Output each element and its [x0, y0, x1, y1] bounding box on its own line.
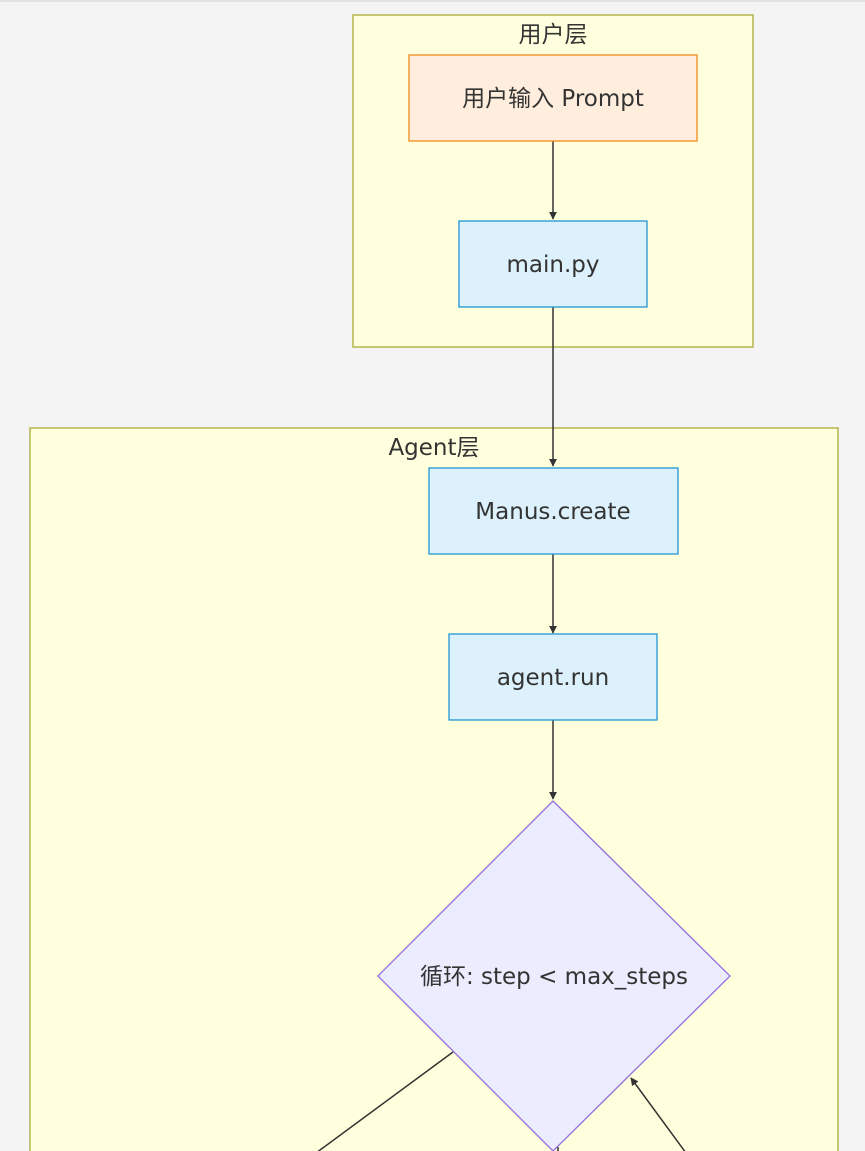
node-agent-run-box [448, 633, 658, 721]
edges [317, 141, 686, 1151]
cluster-agent-layer-title: Agent层 [388, 435, 479, 461]
node-main-py-box [458, 220, 648, 308]
node-main-py: main.py [458, 220, 648, 308]
node-manus-create-label: Manus.create [475, 499, 630, 525]
node-loop-label: 循环: step < max_steps [420, 964, 688, 990]
node-agent-run-label: agent.run [497, 665, 609, 691]
node-user-input: 用户输入 Prompt [408, 54, 698, 142]
node-manus-create-box [428, 467, 679, 555]
node-main-py-label: main.py [507, 252, 600, 278]
node-user-input-label: 用户输入 Prompt [462, 86, 644, 112]
node-manus-create: Manus.create [428, 467, 679, 555]
edge-loop-out-left [317, 1051, 454, 1151]
node-agent-run: agent.run [448, 633, 658, 721]
edge-loop-back-in [630, 1077, 686, 1151]
node-loop-decision: 循环: step < max_steps [377, 800, 731, 1151]
node-user-input-box [408, 54, 698, 142]
cluster-user-layer-title: 用户层 [519, 22, 588, 48]
node-loop-diamond [377, 800, 731, 1151]
